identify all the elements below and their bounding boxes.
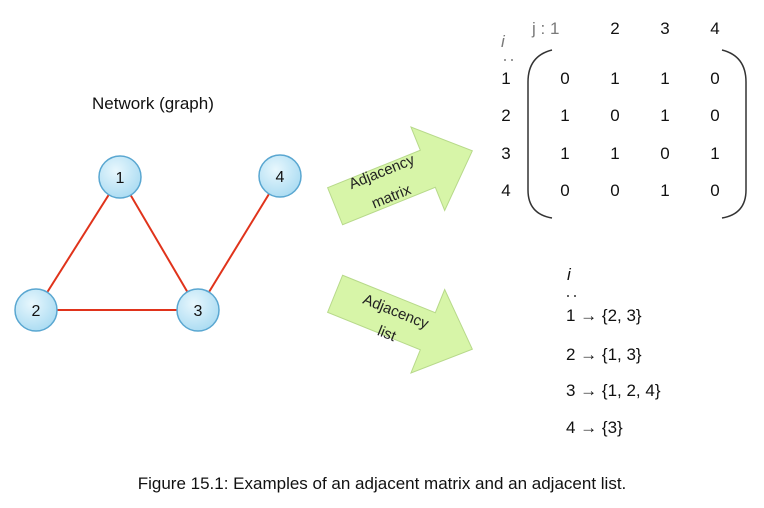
matrix-col-header: j : 1 [532, 19, 560, 38]
matrix-cell: 0 [560, 181, 570, 200]
matrix-i-dots [504, 59, 513, 61]
matrix-row-header: i [501, 32, 505, 51]
matrix-col-label-4: 4 [710, 19, 720, 38]
matrix-row-label-1: 1 [501, 69, 511, 88]
node-4: 4 [258, 154, 302, 198]
matrix-cell: 1 [610, 69, 620, 88]
list-header: i [567, 265, 571, 284]
adjacency-list-arrow: Adjacency list [326, 274, 473, 374]
list-i-dots [567, 295, 576, 297]
list-entry-3: 3 → {1, 2, 4} [566, 381, 661, 400]
matrix-cell: 0 [710, 181, 720, 200]
list-entry-4: 4 → {3} [566, 418, 623, 437]
matrix-left-bracket [527, 49, 553, 219]
matrix-cell: 0 [560, 69, 570, 88]
node-3: 3 [176, 288, 220, 332]
matrix-cell: 1 [710, 144, 720, 163]
node-1-label: 1 [116, 170, 125, 187]
edge-1-3 [119, 176, 199, 311]
node-1: 1 [98, 155, 142, 199]
matrix-right-bracket [721, 49, 747, 219]
matrix-row-label-3: 3 [501, 144, 511, 163]
matrix-row-label-2: 2 [501, 106, 511, 125]
list-entry-1: 1 → {2, 3} [566, 306, 642, 325]
list-entry-2: 2 → {1, 3} [566, 345, 642, 364]
matrix-row-label-4: 4 [501, 181, 511, 200]
matrix-cell: 1 [660, 69, 670, 88]
matrix-cell: 1 [560, 144, 570, 163]
figure-caption: Figure 15.1: Examples of an adjacent mat… [137, 474, 627, 493]
adjacency-matrix-arrow: Adjacency matrix [326, 126, 473, 226]
edge-1-2 [35, 176, 121, 311]
matrix-col-label-3: 3 [660, 19, 670, 38]
matrix-cell: 0 [610, 181, 620, 200]
node-2-label: 2 [32, 303, 41, 320]
node-4-label: 4 [276, 169, 285, 186]
matrix-cell: 0 [710, 106, 720, 125]
matrix-cell: 1 [560, 106, 570, 125]
network-title: Network (graph) [92, 94, 214, 113]
matrix-cell: 1 [610, 144, 620, 163]
matrix-col-label-2: 2 [610, 19, 620, 38]
matrix-cell: 0 [710, 69, 720, 88]
node-3-label: 3 [194, 303, 203, 320]
edge-3-4 [197, 175, 281, 311]
matrix-cell: 1 [660, 106, 670, 125]
matrix-cell: 0 [660, 144, 670, 163]
matrix-cell: 0 [610, 106, 620, 125]
arrow-list-label-line2: list [375, 323, 399, 346]
matrix-cell: 1 [660, 181, 670, 200]
node-2: 2 [14, 288, 58, 332]
